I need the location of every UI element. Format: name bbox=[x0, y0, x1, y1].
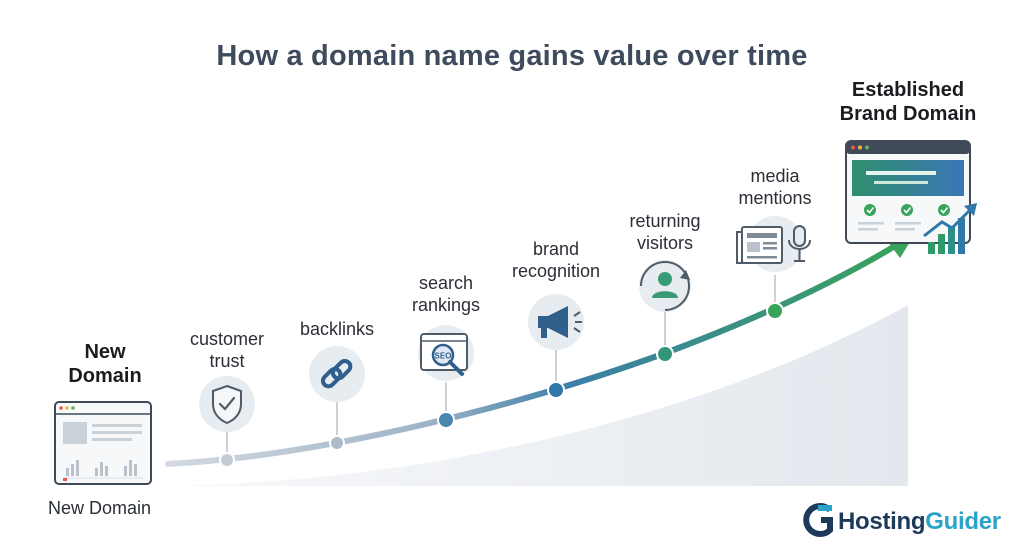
milestone-label-line: returning bbox=[629, 211, 701, 231]
growth-curve bbox=[165, 237, 908, 467]
milestone-search-rankings-label: search rankings bbox=[391, 272, 501, 316]
growth-area bbox=[168, 305, 908, 486]
shield-check-icon bbox=[199, 376, 255, 432]
milestone-customer-trust-label: customer trust bbox=[172, 328, 282, 372]
marker-backlinks bbox=[329, 435, 345, 451]
new-domain-caption: New Domain bbox=[48, 498, 152, 518]
hostingguider-logo-text: HostingGuider bbox=[838, 508, 1001, 536]
milestone-media-mentions-label: media mentions bbox=[720, 165, 830, 209]
milestone-label-line: recognition bbox=[511, 261, 601, 281]
established-brand-browser-icon bbox=[845, 140, 971, 244]
milestone-returning-visitors-label: returning visitors bbox=[610, 210, 720, 254]
milestone-label-line: visitors bbox=[636, 233, 693, 253]
marker-media-mentions bbox=[766, 302, 784, 320]
new-domain-heading: New Domain bbox=[60, 340, 150, 388]
milestone-label-line: rankings bbox=[411, 295, 481, 315]
marker-brand-recognition bbox=[547, 381, 565, 399]
established-heading-line-1: Established bbox=[851, 79, 965, 101]
marker-search-rankings bbox=[437, 411, 455, 429]
milestone-label-line: backlinks bbox=[299, 319, 375, 339]
megaphone-icon bbox=[528, 294, 584, 350]
new-domain-heading-line-1: New bbox=[84, 341, 126, 363]
milestone-label-line: media bbox=[750, 166, 800, 186]
hostingguider-logo-mark bbox=[803, 503, 833, 537]
curve-markers bbox=[219, 302, 784, 468]
diagram-title: How a domain name gains value over time bbox=[216, 40, 808, 72]
marker-customer-trust bbox=[219, 452, 235, 468]
milestone-label-line: brand bbox=[532, 239, 580, 259]
newspaper-microphone-icon bbox=[736, 216, 811, 272]
brand-name-part-2: Guider bbox=[925, 508, 1001, 535]
milestone-backlinks-label: backlinks bbox=[282, 318, 392, 340]
milestone-label-line: mentions bbox=[738, 188, 812, 208]
milestone-label-line: search bbox=[418, 273, 474, 293]
milestone-label-line: trust bbox=[209, 351, 245, 371]
seo-magnifier-icon: SEO bbox=[418, 325, 474, 381]
new-domain-heading-line-2: Domain bbox=[68, 365, 142, 387]
established-brand-domain-heading: Established Brand Domain bbox=[830, 78, 986, 126]
milestone-brand-recognition-label: brand recognition bbox=[496, 238, 616, 282]
user-return-icon bbox=[639, 260, 691, 312]
milestone-label-line: customer bbox=[189, 329, 265, 349]
marker-returning-visitors bbox=[656, 345, 674, 363]
chain-link-icon bbox=[309, 346, 365, 402]
new-domain-browser-icon bbox=[54, 401, 152, 485]
growth-bars-icon bbox=[923, 203, 977, 254]
svg-text:SEO: SEO bbox=[435, 352, 452, 361]
established-heading-line-2: Brand Domain bbox=[839, 103, 977, 125]
brand-name-part-1: Hosting bbox=[838, 508, 926, 535]
